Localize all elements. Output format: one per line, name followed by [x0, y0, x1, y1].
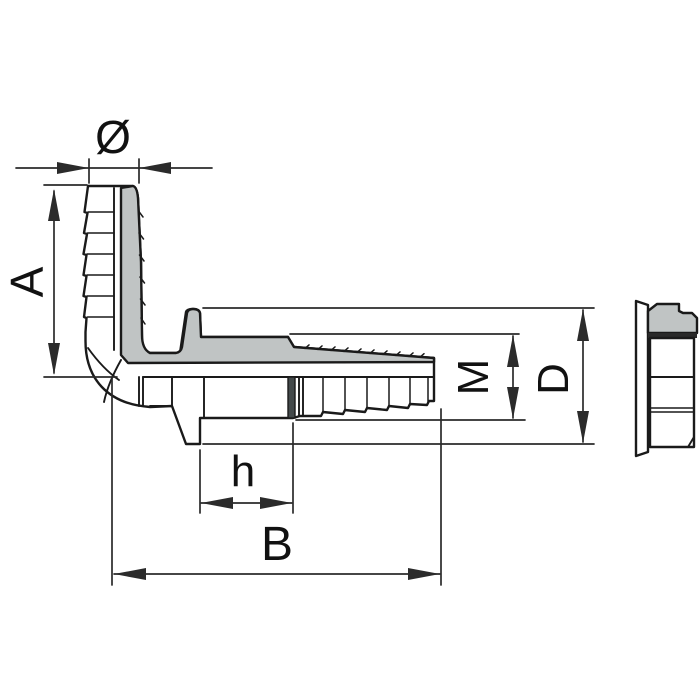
- dim-diameter-arrow-left: [139, 162, 171, 174]
- dim-D: D: [202, 307, 595, 445]
- elbow-fitting: [82, 184, 436, 446]
- dim-diameter-extensions: [88, 158, 140, 184]
- elbow-bend: [87, 347, 122, 403]
- barb-serrations-top: [304, 344, 425, 358]
- dim-h-arrow-left: [201, 497, 233, 509]
- nut-bottom-chamfer: [687, 436, 695, 448]
- elbow-inner-curve-2: [103, 359, 122, 403]
- label-D: D: [529, 363, 578, 395]
- dim-M-arrow-up: [507, 335, 519, 367]
- label-h: h: [231, 447, 255, 496]
- dim-D-extensions: [202, 307, 595, 445]
- nut-thread-band: [648, 333, 697, 338]
- neck-lines: [298, 376, 304, 417]
- dim-B: B: [111, 377, 442, 586]
- dim-B-arrow-right: [408, 568, 440, 580]
- vertical-hose-barb: [86, 187, 146, 351]
- dim-A-arrow-up: [48, 189, 60, 221]
- nut-cap-section: [646, 302, 699, 335]
- nut-washer-plate: [634, 299, 650, 458]
- label-diameter: Ø: [95, 111, 131, 163]
- dim-M-extensions: [289, 333, 526, 421]
- dim-B-extensions: [111, 377, 442, 586]
- dim-h-extensions: [199, 422, 294, 514]
- elbow-end-lines: [138, 376, 173, 407]
- dim-M: M: [289, 333, 526, 421]
- elbow-inner-curve-1: [87, 347, 120, 381]
- dim-D-arrow-down: [577, 411, 589, 443]
- label-A: A: [1, 266, 53, 297]
- barb-serrations-left: [137, 210, 146, 325]
- hex-right-chamfer: [287, 376, 296, 419]
- dim-diameter-arrow-right: [57, 162, 89, 174]
- dim-h-arrow-right: [260, 497, 292, 509]
- dim-A-arrow-down: [48, 343, 60, 375]
- dim-diameter: Ø: [15, 111, 213, 184]
- dim-B-arrow-left: [114, 568, 146, 580]
- nut-body: [648, 336, 696, 449]
- dim-A-extensions: [43, 184, 118, 378]
- dim-M-arrow-down: [507, 387, 519, 419]
- horizontal-barb-ridges: [322, 376, 429, 414]
- barb-ridge-lines: [86, 211, 115, 318]
- lower-exterior: [138, 344, 435, 419]
- fitting-section-fill: [119, 184, 436, 365]
- label-B: B: [261, 518, 293, 571]
- nut-body-divider-2: [649, 407, 695, 413]
- dim-A: A: [1, 184, 118, 378]
- coupling-nut-side-view: [634, 299, 699, 458]
- label-M: M: [449, 359, 498, 396]
- dim-D-arrow-up: [577, 309, 589, 341]
- dim-h: h: [199, 422, 294, 514]
